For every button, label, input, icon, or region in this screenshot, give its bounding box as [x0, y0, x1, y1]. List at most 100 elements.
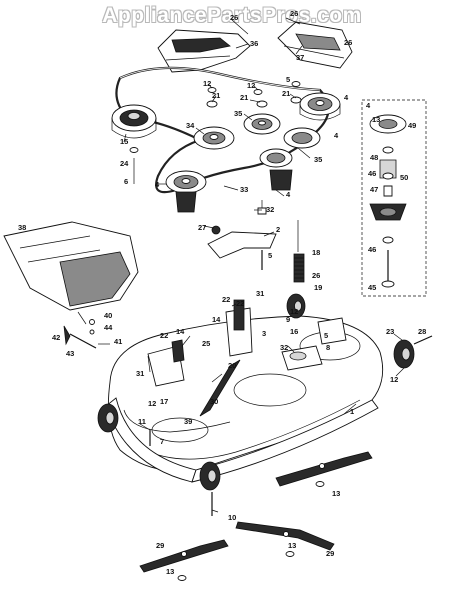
callout-label: 34 [186, 121, 195, 130]
watermark: AppliancePartsPros.com [102, 4, 362, 27]
callout-label: 40 [104, 311, 112, 320]
callout-label: 17 [160, 397, 168, 406]
spindle-housing-right [269, 169, 293, 191]
callout-label: 11 [138, 417, 146, 426]
callout-label: 46 [368, 169, 376, 178]
callout-label: 14 [212, 315, 221, 324]
callout-label: 4 [344, 93, 349, 102]
callout-label: 21 [282, 89, 290, 98]
callout-label: 26 [230, 13, 238, 22]
callout-label: 32 [280, 343, 288, 352]
idler-bracket [207, 225, 277, 270]
deck-baffle-plate [105, 397, 379, 483]
callout-label: 22 [160, 331, 168, 340]
callout-label: 35 [314, 155, 322, 164]
belt-cover-right [277, 21, 353, 69]
callout-label: 50 [400, 173, 408, 182]
idler-pulley-center [259, 148, 293, 168]
callout-label: 32 [266, 205, 274, 214]
callout-label: 47 [370, 185, 378, 194]
callout-label: 26 [344, 38, 352, 47]
callout-label: 33 [240, 185, 248, 194]
callout-label: 42 [52, 333, 60, 342]
gauge-wheel-front-left [199, 461, 221, 491]
leader-lines [77, 17, 405, 513]
callout-label: 45 [368, 283, 376, 292]
callout-label: 46 [368, 245, 376, 254]
callout-label: 18 [312, 248, 320, 257]
callout-label: 8 [326, 343, 330, 352]
blade-center [235, 521, 335, 557]
deck-bolts [149, 250, 263, 516]
callout-label: 35 [234, 109, 242, 118]
spindle-assembly-box [361, 99, 427, 297]
callout-label: 21 [240, 93, 248, 102]
callout-label: 5 [324, 331, 328, 340]
callout-label: 27 [198, 223, 206, 232]
spindle-pulley-left [165, 170, 207, 213]
callout-label: 48 [370, 153, 378, 162]
callout-label: 10 [228, 513, 236, 522]
discharge-chute [3, 221, 139, 311]
callout-label: 22 [236, 299, 244, 308]
electric-pto-clutch [111, 104, 157, 139]
callout-label: 36 [250, 39, 258, 48]
callout-label: 49 [408, 121, 416, 130]
callout-label: 7 [160, 437, 164, 446]
callout-label: 16 [290, 327, 298, 336]
callout-label: 30 [210, 397, 218, 406]
callout-label: 37 [296, 53, 304, 62]
callout-label: 31 [256, 289, 264, 298]
callout-label: 6 [124, 177, 128, 186]
chute-hinge-parts [63, 319, 110, 349]
gauge-wheel-left-rear [97, 403, 119, 433]
belt-cover-left [157, 29, 251, 73]
drive-belt [115, 66, 330, 194]
callout-label: 1 [350, 407, 354, 416]
gauge-wheel-right [393, 335, 433, 369]
idler-pulley-34 [193, 126, 235, 150]
callout-label: 5 [268, 251, 272, 260]
callout-label: 24 [120, 159, 129, 168]
callout-label: 19 [314, 283, 322, 292]
callout-label: 23 [386, 327, 394, 336]
callout-label: 41 [114, 337, 122, 346]
callout-label: 38 [18, 223, 26, 232]
callout-label: 4 [286, 190, 291, 199]
callout-label: 26 [312, 271, 320, 280]
callout-label: 12 [290, 307, 298, 316]
spindle-pulley-right [299, 92, 341, 121]
callout-label: 26 [290, 9, 298, 18]
callout-label: 4 [334, 131, 339, 140]
callout-label: 43 [66, 349, 74, 358]
callout-label: 29 [156, 541, 164, 550]
callout-label: 25 [202, 339, 210, 348]
callout-label: 12 [148, 399, 156, 408]
callout-label: 12 [247, 81, 255, 90]
callout-label: 21 [212, 91, 220, 100]
callout-label: 13 [332, 489, 340, 498]
callout-label: 3 [262, 329, 266, 338]
callout-label: 39 [184, 417, 192, 426]
callout-label: 28 [418, 327, 426, 336]
gauge-wheel-right-rear [286, 293, 306, 319]
callout-labels: 26 26 26 36 37 5 12 12 21 21 21 4 34 35 … [18, 9, 426, 576]
callout-label: 31 [136, 369, 144, 378]
callout-label: 12 [203, 79, 211, 88]
callout-label: 12 [390, 375, 398, 384]
hardware-top [129, 81, 302, 215]
blade-left [139, 539, 229, 581]
callout-label: 4 [155, 180, 160, 189]
callout-label: 5 [286, 75, 290, 84]
callout-label: 2 [276, 225, 280, 234]
idler-spring [293, 220, 305, 283]
callout-label: 13 [372, 115, 380, 124]
idler-pulley-35b [283, 127, 321, 149]
idler-pulley-35a [243, 113, 281, 135]
callout-label: 29 [326, 549, 334, 558]
callout-label: 13 [288, 541, 296, 550]
callout-label: 14 [176, 327, 185, 336]
deck-brackets [147, 299, 347, 417]
callout-label: 20 [228, 361, 236, 370]
